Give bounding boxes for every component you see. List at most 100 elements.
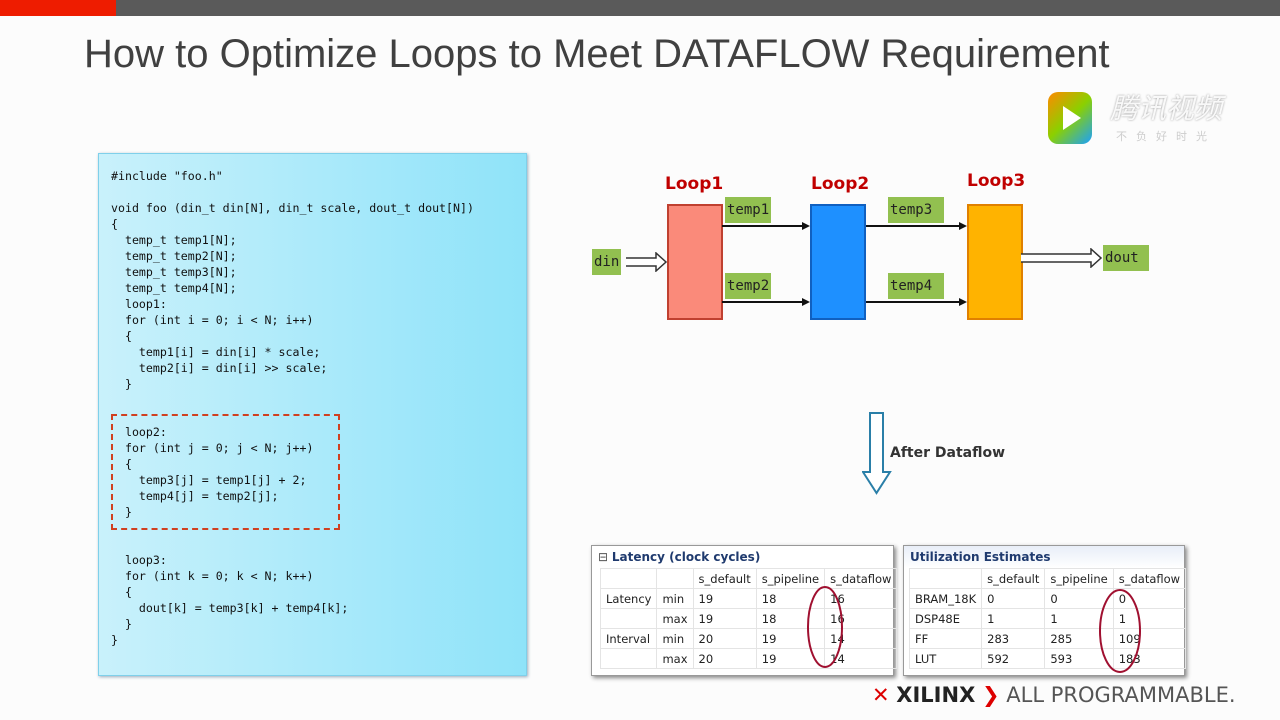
table-cell: 0 <box>981 588 1046 609</box>
code-line: { <box>111 585 132 599</box>
code-line: temp_t temp2[N]; <box>111 249 237 263</box>
table-cell: Latency <box>599 588 658 609</box>
code-line: } <box>111 617 132 631</box>
table-cell: 109 <box>1112 628 1187 649</box>
table-cell: FF <box>908 628 983 649</box>
table-cell: DSP48E <box>908 608 983 629</box>
loop2-title: Loop2 <box>811 174 870 194</box>
top-accent <box>0 0 116 16</box>
table-cell: 19 <box>692 608 757 629</box>
arrowhead-icon <box>802 298 810 306</box>
table-cell: Interval <box>599 628 658 649</box>
temp3-arrow <box>866 225 959 227</box>
code-line <box>111 536 474 552</box>
temp1-arrow <box>722 225 802 227</box>
loop3-title: Loop3 <box>967 171 1026 191</box>
code-line: temp_t temp4[N]; <box>111 281 237 295</box>
table-cell: s_default <box>692 568 757 589</box>
table-cell: 1 <box>1044 608 1114 629</box>
code-line: } <box>111 377 132 391</box>
watermark-slogan: 不负好时光 <box>1116 130 1216 143</box>
table-cell: LUT <box>908 648 983 669</box>
code-line: loop2: <box>111 425 167 439</box>
table-cell: 20 <box>692 628 757 649</box>
table-cell: s_pipeline <box>1044 568 1114 589</box>
top-bar <box>0 0 1280 16</box>
xilinx-mark-icon: ✕ <box>872 683 890 707</box>
loop1-block <box>667 204 723 320</box>
table-cell: BRAM_18K <box>908 588 983 609</box>
temp3-label: temp3 <box>888 197 944 223</box>
code-line: dout[k] = temp3[k] + temp4[k]; <box>111 601 349 615</box>
code-line: temp_t temp3[N]; <box>111 265 237 279</box>
latency-title: Latency (clock cycles) <box>611 550 761 564</box>
table-cell: 593 <box>1044 648 1114 669</box>
din-arrow <box>626 252 668 272</box>
code-line <box>111 184 474 200</box>
watermark-brand: 腾讯视频 <box>1110 92 1223 125</box>
arrowhead-icon <box>959 222 967 230</box>
code-line: } <box>111 505 132 519</box>
code-line: } <box>111 633 118 647</box>
code-line: void foo (din_t din[N], din_t scale, dou… <box>111 201 474 215</box>
code-line: temp2[i] = din[i] >> scale; <box>111 361 328 375</box>
table-cell: max <box>656 608 694 629</box>
table-cell: s_pipeline <box>755 568 826 589</box>
temp4-label: temp4 <box>888 273 944 299</box>
code-line: for (int i = 0; i < N; i++) <box>111 313 314 327</box>
arrowhead-icon <box>802 222 810 230</box>
footer-logo: ✕ XILINX ❯ ALL PROGRAMMABLE. <box>872 683 1236 707</box>
code-text: #include "foo.h"void foo (din_t din[N], … <box>111 168 474 648</box>
slide-title: How to Optimize Loops to Meet DATAFLOW R… <box>84 32 1110 76</box>
code-line: for (int j = 0; j < N; j++) <box>111 441 314 455</box>
table-cell: 592 <box>981 648 1046 669</box>
latency-highlight-ellipse <box>807 586 843 668</box>
code-line: loop3: <box>111 553 167 567</box>
play-logo-icon <box>1048 92 1092 144</box>
table-cell: s_dataflow <box>1112 568 1187 589</box>
table-cell <box>599 648 658 669</box>
din-label: din <box>592 249 622 275</box>
temp2-label: temp2 <box>725 273 772 299</box>
arrowhead-icon <box>959 298 967 306</box>
footer-brand: XILINX <box>896 683 976 707</box>
code-line: for (int k = 0; k < N; k++) <box>111 569 314 583</box>
chevron-icon: ❯ <box>981 683 1000 707</box>
code-line <box>111 392 474 408</box>
code-line: temp_t temp1[N]; <box>111 233 237 247</box>
table-cell: 19 <box>692 588 757 609</box>
table-cell <box>599 608 658 629</box>
table-cell: max <box>656 648 694 669</box>
utilization-title: Utilization Estimates <box>910 550 1051 564</box>
table-cell: 1 <box>981 608 1046 629</box>
table-cell: min <box>656 628 694 649</box>
table-cell <box>656 568 694 589</box>
table-cell: 20 <box>692 648 757 669</box>
code-line: temp3[j] = temp1[j] + 2; <box>111 473 307 487</box>
code-line: { <box>111 217 118 231</box>
temp1-label: temp1 <box>725 197 772 223</box>
temp4-arrow <box>866 301 959 303</box>
code-line: { <box>111 457 132 471</box>
loop2-block <box>810 204 866 320</box>
dout-label: dout <box>1103 245 1149 271</box>
watermark: 腾讯视频 不负好时光 <box>1048 92 1248 148</box>
footer-tagline: ALL PROGRAMMABLE. <box>1006 683 1236 707</box>
table-cell: 283 <box>981 628 1046 649</box>
code-line: loop1: <box>111 297 167 311</box>
code-line: { <box>111 329 132 343</box>
table-cell <box>908 568 983 589</box>
collapse-icon[interactable]: ⊟ <box>598 550 612 564</box>
